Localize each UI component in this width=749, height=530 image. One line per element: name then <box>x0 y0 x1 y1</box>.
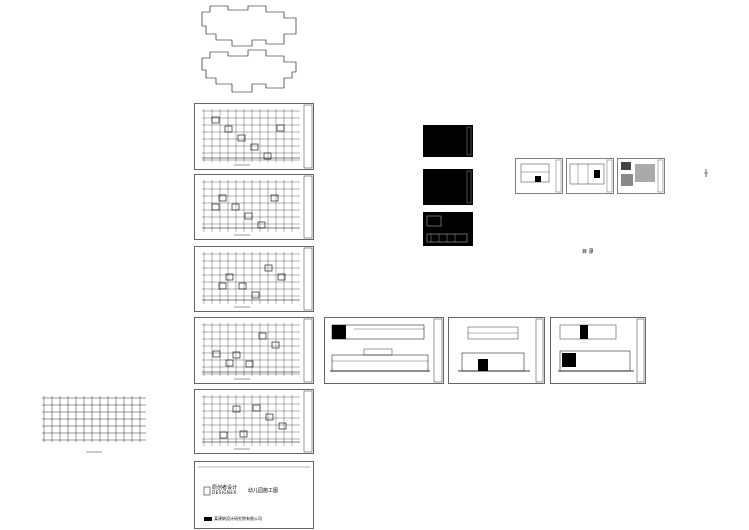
floor-plan-sheet <box>194 103 314 170</box>
floor-plan-sheet <box>194 174 314 240</box>
isolated-floor-plan <box>42 396 146 453</box>
detail-sheet-1 <box>515 158 563 194</box>
cover-title: 幼儿园施工图 <box>248 488 279 494</box>
outline-drawing-2 <box>201 49 297 93</box>
floor-plan-sheet <box>194 317 314 384</box>
elevation-sheet-1 <box>324 317 444 384</box>
cover-logo-sub: DESIGNER <box>212 490 237 495</box>
small-mark-right <box>704 169 708 177</box>
floor-plan-sheet <box>194 246 314 312</box>
cover-company: 某建筑设计研究院有限公司 <box>214 516 262 521</box>
dark-sheet-1 <box>423 125 473 157</box>
outline-drawing-1 <box>201 5 297 47</box>
detail-sheet-3 <box>617 158 665 194</box>
dark-sheet-3 <box>423 212 473 246</box>
elevation-sheet-3 <box>550 317 646 384</box>
dark-sheet-2 <box>423 169 473 205</box>
cover-sheet <box>194 461 314 529</box>
detail-sheet-2 <box>566 158 614 194</box>
floor-plan-sheet <box>194 389 314 454</box>
elevation-sheet-2 <box>448 317 545 384</box>
floating-label: 目 录 <box>582 249 594 255</box>
cover-logo-name: 原创者设计 <box>212 485 238 491</box>
